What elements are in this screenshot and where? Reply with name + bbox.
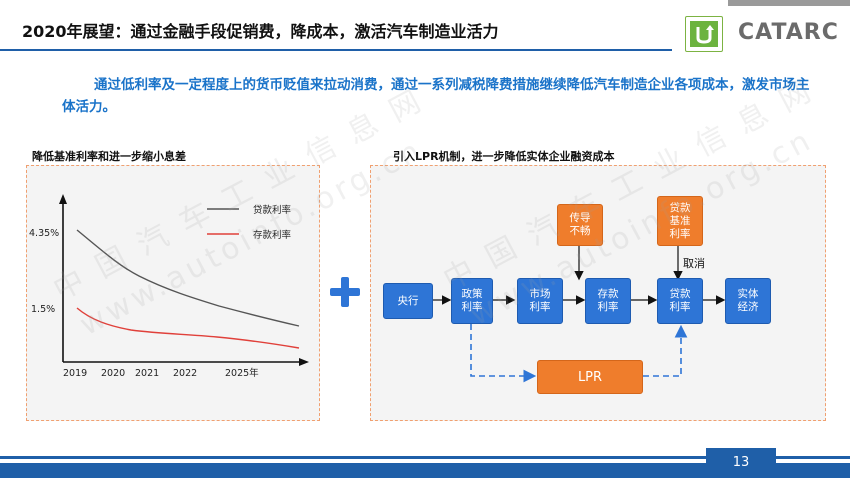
dashed-arrow-policy-to-lpr (470, 324, 537, 383)
x-tick-label: 2019 (63, 368, 87, 379)
x-tick-label: 2022 (173, 368, 197, 379)
page-number: 13 (706, 448, 776, 476)
right-panel-subtitle: 引入LPR机制，进一步降低实体企业融资成本 (393, 150, 615, 163)
footer-bar (0, 463, 850, 478)
title-rule (0, 49, 672, 51)
plus-icon (330, 277, 360, 307)
left-panel-subtitle: 降低基准利率和进一步缩小息差 (32, 150, 186, 163)
node-transmission-blocked: 传导 不畅 (557, 204, 603, 246)
legend-label-loan: 贷款利率 (253, 204, 292, 216)
y-axis-arrow (59, 194, 67, 204)
x-tick-label: 2025年 (225, 367, 259, 379)
lpr-flow-connectors (433, 246, 726, 383)
node-deposit-rate: 存款 利率 (585, 278, 631, 324)
interest-rate-chart-panel: 4.35% 1.5% 2019 2020 2021 2022 2025年 贷款利… (26, 165, 320, 421)
header-accent-bar (728, 0, 850, 6)
lpr-flow-panel: 央行 政策 利率 市场 利率 存款 利率 贷款 利率 实体 经济 传导 不畅 贷… (370, 165, 826, 421)
series-line-deposit-rate (76, 307, 300, 349)
node-real-economy: 实体 经济 (725, 278, 771, 324)
intro-paragraph: 通过低利率及一定程度上的货币贬值来拉动消费，通过一系列减税降费措施继续降低汽车制… (62, 77, 810, 115)
footer-rule (0, 456, 850, 459)
y-tick-label: 4.35% (29, 228, 59, 239)
node-market-rate: 市场 利率 (517, 278, 563, 324)
logo-icon (685, 16, 723, 52)
logo-text: CATARC (738, 20, 839, 45)
node-loan-base-rate: 贷款 基准 利率 (657, 196, 703, 246)
dashed-arrow-lpr-to-loan (643, 324, 688, 377)
node-policy-rate: 政策 利率 (451, 278, 493, 324)
interest-rate-chart: 4.35% 1.5% 2019 2020 2021 2022 2025年 贷款利… (29, 194, 309, 379)
x-axis-arrow (299, 358, 309, 366)
x-tick-label: 2021 (135, 368, 159, 379)
x-tick-label: 2020 (101, 368, 125, 379)
series-line-loan-rate (76, 229, 300, 327)
page-title: 2020年展望：通过金融手段促销费，降成本，激活汽车制造业活力 (22, 22, 499, 41)
legend-label-deposit: 存款利率 (253, 229, 292, 241)
node-loan-rate: 贷款 利率 (657, 278, 703, 324)
node-lpr: LPR (537, 360, 643, 394)
cancel-label: 取消 (683, 257, 705, 270)
y-tick-label: 1.5% (31, 304, 55, 315)
node-central-bank: 央行 (383, 283, 433, 319)
